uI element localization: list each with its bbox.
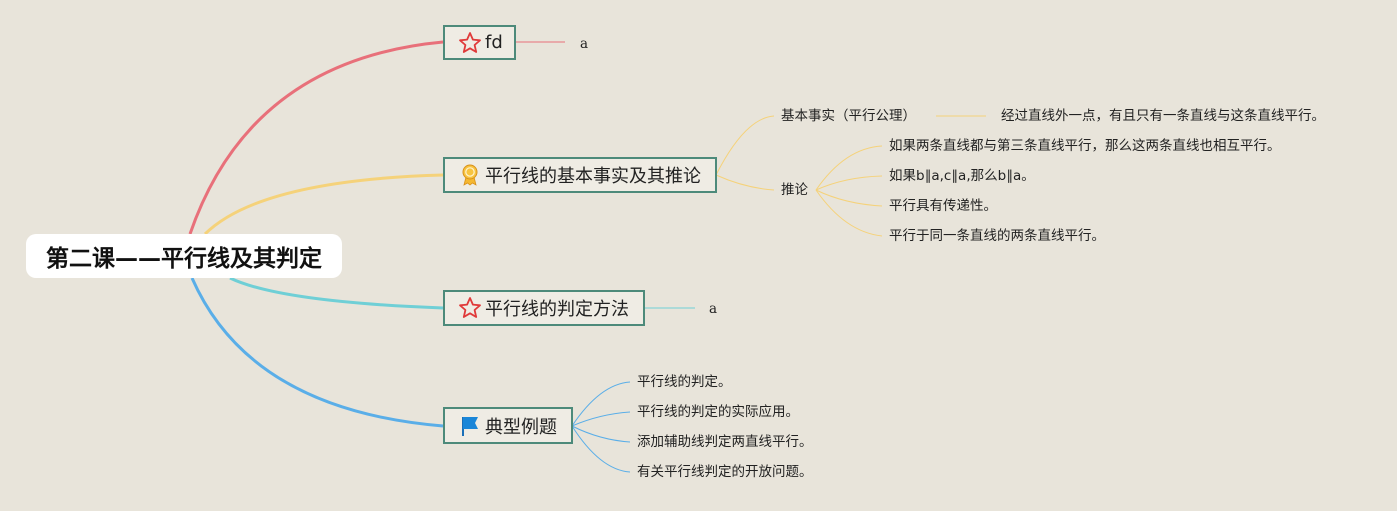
branch-examples[interactable]: 典型例题 [443,407,573,444]
link-examples-to-leaf-2 [571,411,631,427]
examples-leaf-3[interactable]: 添加辅助线判定两直线平行。 [637,434,813,450]
examples-leaf-4[interactable]: 有关平行线判定的开放问题。 [637,464,813,480]
flag-icon [458,414,482,438]
link-central-to-methods [229,276,444,310]
corollary-leaf-1[interactable]: 如果两条直线都与第三条直线平行，那么这两条直线也相互平行。 [889,138,1281,154]
axiom-leaf-1[interactable]: 经过直线外一点，有且只有一条直线与这条直线平行。 [1001,108,1325,124]
fd-leaf-a[interactable]: a [580,36,589,52]
sub-topic-axiom[interactable]: 基本事实（平行公理） [781,108,916,124]
central-topic-label: 第二课——平行线及其判定 [46,246,322,272]
branch-methods-label: 平行线的判定方法 [485,299,629,320]
branch-fd-label: fd [485,32,503,53]
branch-fd[interactable]: fd [443,25,516,60]
link-examples-to-leaf-3 [571,425,631,443]
link-basic-to-corollary [715,174,775,191]
star-icon [458,296,482,320]
star-icon [458,31,482,55]
branch-examples-label: 典型例题 [485,416,557,438]
corollary-leaf-4[interactable]: 平行于同一条直线的两条直线平行。 [889,228,1105,244]
link-corollary-to-leaf-3 [815,189,883,207]
link-examples-to-leaf-1 [571,381,631,427]
central-topic[interactable]: 第二课——平行线及其判定 [26,234,342,278]
sub-topic-corollary[interactable]: 推论 [781,182,808,198]
branch-basic-facts[interactable]: 平行线的基本事实及其推论 [443,157,717,193]
link-corollary-to-leaf-2 [815,175,883,191]
link-corollary-to-leaf-4 [815,189,883,237]
branch-basic-facts-label: 平行线的基本事实及其推论 [485,166,701,187]
examples-leaf-1[interactable]: 平行线的判定。 [637,374,732,390]
link-basic-to-axiom [715,115,775,176]
award-ribbon-icon [458,163,482,187]
link-corollary-to-leaf-1 [815,145,883,191]
link-central-to-examples [190,277,444,428]
link-central-to-basic-facts [203,173,444,236]
corollary-leaf-2[interactable]: 如果b∥a,c∥a,那么b∥a。 [889,168,1035,184]
link-central-to-fd [188,40,444,235]
branch-methods[interactable]: 平行线的判定方法 [443,290,645,326]
link-examples-to-leaf-4 [571,425,631,473]
methods-leaf-a[interactable]: a [709,301,718,317]
corollary-leaf-3[interactable]: 平行具有传递性。 [889,198,997,214]
examples-leaf-2[interactable]: 平行线的判定的实际应用。 [637,404,799,420]
